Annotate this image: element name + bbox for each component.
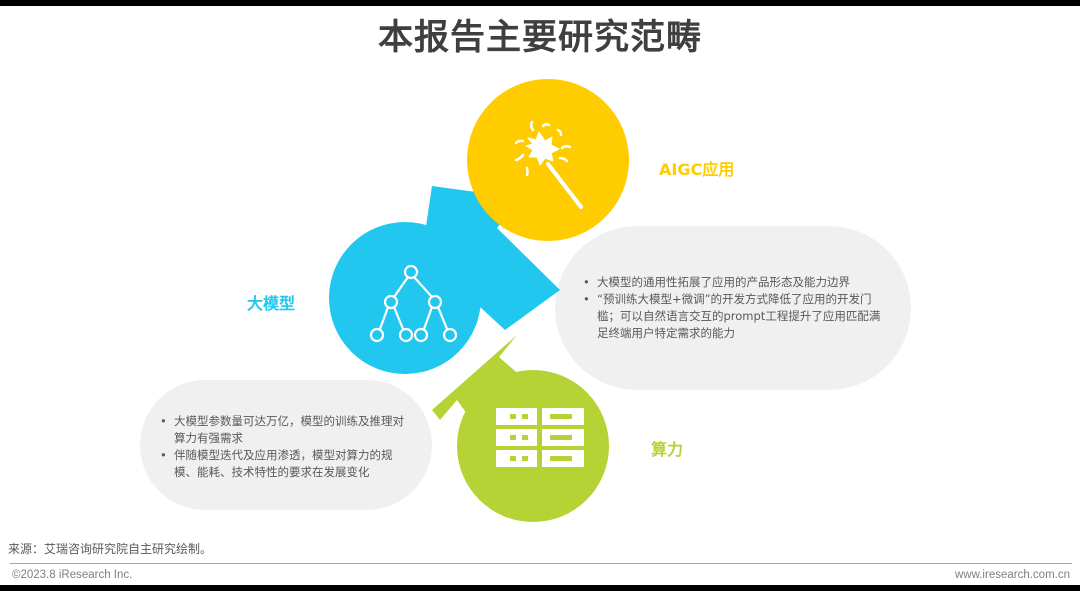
model-circle — [329, 222, 481, 374]
website-link[interactable]: www.iresearch.com.cn — [954, 569, 1070, 581]
aigc-notes-list: 大模型的通用性拓展了应用的产品形态及能力边界 “预训练大模型+微调”的开发方式降… — [583, 274, 883, 342]
compute-notes-list: 大模型参数量可达万亿，模型的训练及推理对算力有强需求 伴随模型迭代及应用渗透，模… — [160, 413, 410, 481]
compute-notes-text: 大模型参数量可达万亿，模型的训练及推理对算力有强需求 伴随模型迭代及应用渗透，模… — [160, 413, 410, 481]
aigc-circle — [467, 79, 629, 241]
model-label: 大模型 — [247, 294, 296, 313]
magic-wand-icon — [514, 120, 583, 209]
aigc-note-item: “预训练大模型+微调”的开发方式降低了应用的开发门槛；可以自然语言交互的prom… — [583, 291, 883, 342]
aigc-note-item: 大模型的通用性拓展了应用的产品形态及能力边界 — [583, 274, 883, 291]
compute-label: 算力 — [651, 440, 684, 459]
model-to-aigc-arrow — [415, 186, 560, 330]
compute-note-item: 伴随模型迭代及应用渗透，模型对算力的规模、能耗、技术特性的要求在发展变化 — [160, 447, 410, 481]
aigc-notes-text: 大模型的通用性拓展了应用的产品形态及能力边界 “预训练大模型+微调”的开发方式降… — [583, 274, 883, 342]
aigc-label: AIGC应用 — [659, 160, 735, 179]
page-title: 本报告主要研究范畴 — [377, 18, 702, 58]
source-note: 来源：艾瑞咨询研究院自主研究绘制。 — [8, 542, 213, 556]
footer-divider — [10, 563, 1072, 564]
bottom-black-bar — [0, 585, 1080, 591]
top-black-bar — [0, 0, 1080, 6]
copyright-text: ©2023.8 iResearch Inc. — [12, 569, 133, 581]
compute-note-item: 大模型参数量可达万亿，模型的训练及推理对算力有强需求 — [160, 413, 410, 447]
tree-network-icon — [369, 264, 458, 343]
server-rack-icon — [496, 408, 584, 467]
